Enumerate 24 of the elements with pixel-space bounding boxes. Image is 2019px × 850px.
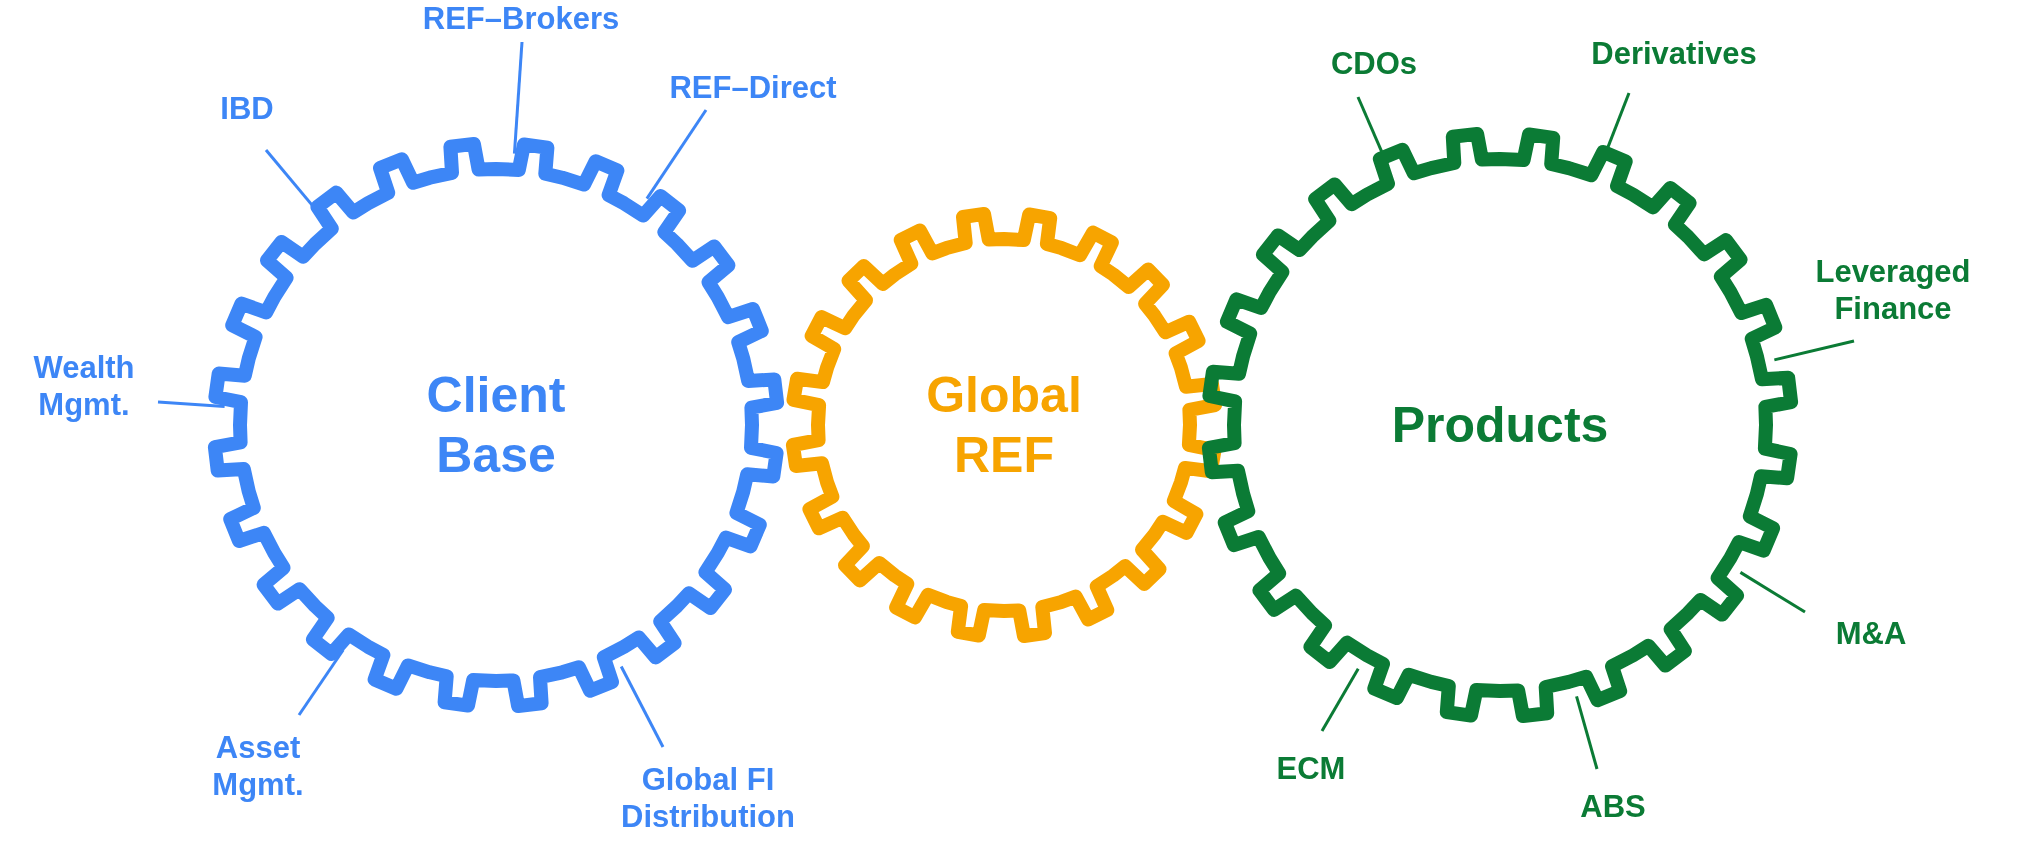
unit-label: Leveraged Finance <box>1778 252 2008 328</box>
leader-line <box>297 649 345 716</box>
unit-label: REF–Brokers <box>401 0 641 38</box>
unit-label: Global FI Distribution <box>563 760 853 836</box>
unit-label: Derivatives <box>1564 35 1784 73</box>
leader-line <box>1575 696 1599 770</box>
unit-label: REF–Direct <box>643 69 863 107</box>
unit-label: ABS <box>1563 788 1663 826</box>
unit-label: ECM <box>1261 750 1361 788</box>
gear-label: Global REF <box>925 366 1083 485</box>
gear-label: Client Base <box>425 366 567 485</box>
gear-label: Products <box>1390 396 1610 455</box>
leader-line <box>1320 668 1360 732</box>
unit-label: Asset Mgmt. <box>178 728 338 804</box>
unit-label: M&A <box>1821 615 1921 653</box>
leader-line <box>512 41 524 154</box>
unit-label: CDOs <box>1319 45 1429 83</box>
leader-line <box>645 109 708 200</box>
unit-label: Wealth Mgmt. <box>4 348 164 424</box>
leader-line <box>619 665 665 748</box>
leader-line <box>157 400 225 409</box>
leader-line <box>1774 339 1855 362</box>
leader-line <box>1739 571 1806 614</box>
unit-label: IBD <box>207 90 287 128</box>
